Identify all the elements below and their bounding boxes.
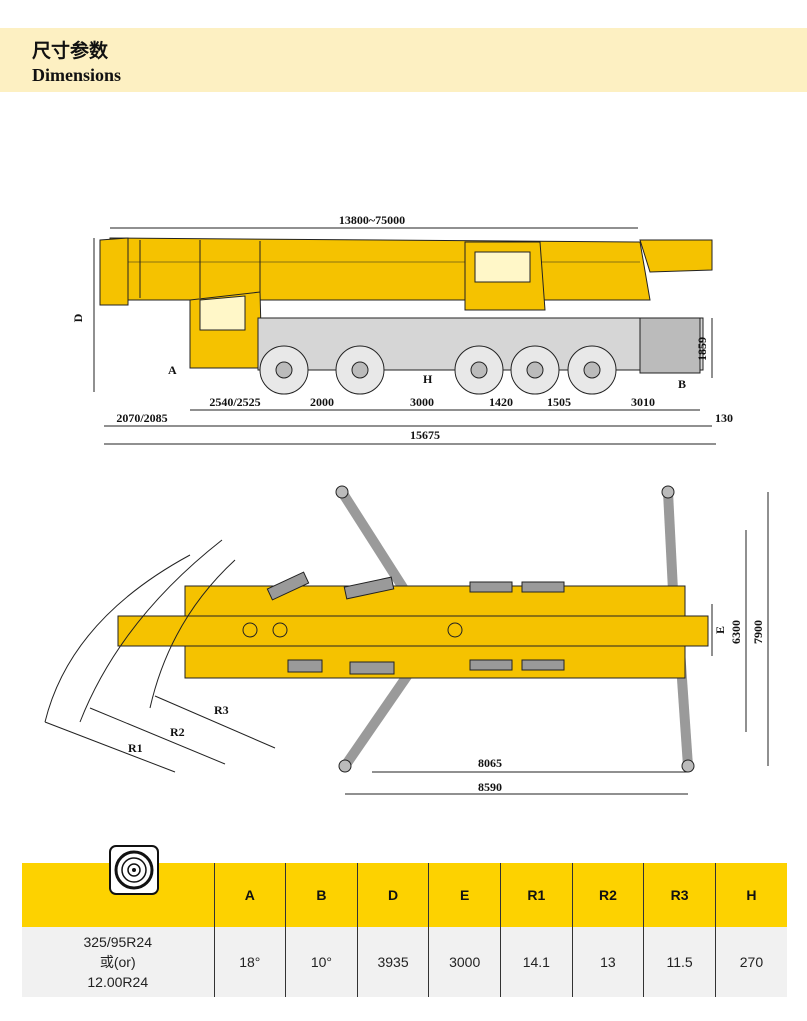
tyre-size-cell: 325/95R24 或(or) 12.00R24 (22, 927, 214, 997)
header-cell: H (714, 863, 787, 927)
tyre-icon (109, 845, 159, 895)
radius-R1-label: R1 (128, 741, 143, 755)
header-cell: E (428, 863, 501, 927)
outrigger-pad (661, 485, 675, 499)
angle-B-label: B (678, 377, 686, 391)
section-title-zh: 尺寸参数 (32, 40, 109, 62)
table-header-row: A B D E R1 R2 R3 H (22, 863, 787, 927)
wheels (259, 345, 617, 395)
width-7900-label: 7900 (751, 620, 765, 644)
radius-R3-label: R3 (214, 703, 229, 717)
radius-line (44, 721, 176, 773)
length-8065-label: 8065 (478, 756, 502, 770)
tyre-size-line: 12.00R24 (87, 974, 149, 990)
spec-table: A B D E R1 R2 R3 H 325/95R24 或(or) 12.00… (22, 863, 787, 997)
header-cell: R2 (571, 863, 644, 927)
wheel-hub (526, 361, 544, 379)
pin (242, 622, 258, 638)
value-cell: 3935 (356, 927, 429, 997)
pad (349, 661, 395, 675)
value-cell: 11.5 (643, 927, 716, 997)
boom-shape (109, 237, 651, 301)
section-header: 尺寸参数 Dimensions (0, 28, 807, 92)
wheel-hub (275, 361, 293, 379)
turn-arc-R2 (79, 539, 223, 723)
axle-dim-1: 2540/2525 (209, 395, 260, 409)
axle-dim-2: 2000 (310, 395, 334, 409)
pad (266, 571, 310, 601)
outrigger-pad (338, 759, 352, 773)
top-view-drawing: R1 R2 R3 E 6300 7900 8065 8590 (44, 485, 769, 795)
driver-window (199, 295, 246, 331)
pad (521, 659, 565, 671)
pin (272, 622, 288, 638)
wheel-hub (583, 361, 601, 379)
height-1859-label: 1859 (695, 337, 709, 361)
header-cell: D (356, 863, 429, 927)
axle-dim-6: 3010 (631, 395, 655, 409)
rear-engine (639, 317, 701, 374)
header-cell: R3 (643, 863, 716, 927)
boom-head-shape (99, 237, 129, 306)
tyre-icon-graphic (114, 850, 154, 890)
pad (469, 659, 513, 671)
header-cell: R1 (500, 863, 573, 927)
boom-top-shape (117, 615, 709, 647)
axle-dim-3: 3000 (410, 395, 434, 409)
table-row: 325/95R24 或(or) 12.00R24 18° 10° 3935 30… (22, 927, 787, 997)
length-8590-label: 8590 (478, 780, 502, 794)
radius-line (154, 695, 276, 749)
axle-dim-4: 1420 (489, 395, 513, 409)
header-cell: B (285, 863, 358, 927)
pad (521, 581, 565, 593)
turn-arc-R3 (149, 559, 236, 709)
outrigger-pad (335, 485, 349, 499)
value-cell: 14.1 (500, 927, 573, 997)
radius-R2-label: R2 (170, 725, 185, 739)
axle-dim-5: 1505 (547, 395, 571, 409)
side-view-drawing: 13800~75000 D A B H 1859 2540/2525 2000 … (71, 213, 733, 445)
boom-length-label: 13800~75000 (339, 213, 405, 227)
rear-boom-shape (639, 239, 713, 273)
radius-line (89, 707, 226, 765)
section-title-en: Dimensions (32, 65, 122, 85)
pin (447, 622, 463, 638)
value-cell: 270 (714, 927, 787, 997)
pad (469, 581, 513, 593)
width-E-label: E (713, 626, 727, 634)
front-overhang-label: 2070/2085 (116, 411, 167, 425)
width-6300-label: 6300 (729, 620, 743, 644)
cab-window (474, 251, 531, 283)
dim-D-label: D (71, 313, 85, 322)
value-cell: 13 (571, 927, 644, 997)
angle-A-label: A (168, 363, 177, 377)
value-cell: 10° (285, 927, 358, 997)
rear-overhang-label: 130 (715, 411, 733, 425)
tyre-size-line: 325/95R24 (83, 934, 152, 950)
outrigger-pad (681, 759, 695, 773)
value-cell: 18° (213, 927, 286, 997)
value-cell: 3000 (428, 927, 501, 997)
turn-arc-R1 (44, 554, 191, 723)
wheel-hub (470, 361, 488, 379)
clearance-H-label: H (423, 372, 433, 386)
header-cell: A (213, 863, 286, 927)
pad (343, 576, 395, 600)
tyre-size-line: 或(or) (99, 954, 136, 970)
wheel-hub (351, 361, 369, 379)
pad (287, 659, 323, 673)
total-length-label: 15675 (410, 428, 440, 442)
